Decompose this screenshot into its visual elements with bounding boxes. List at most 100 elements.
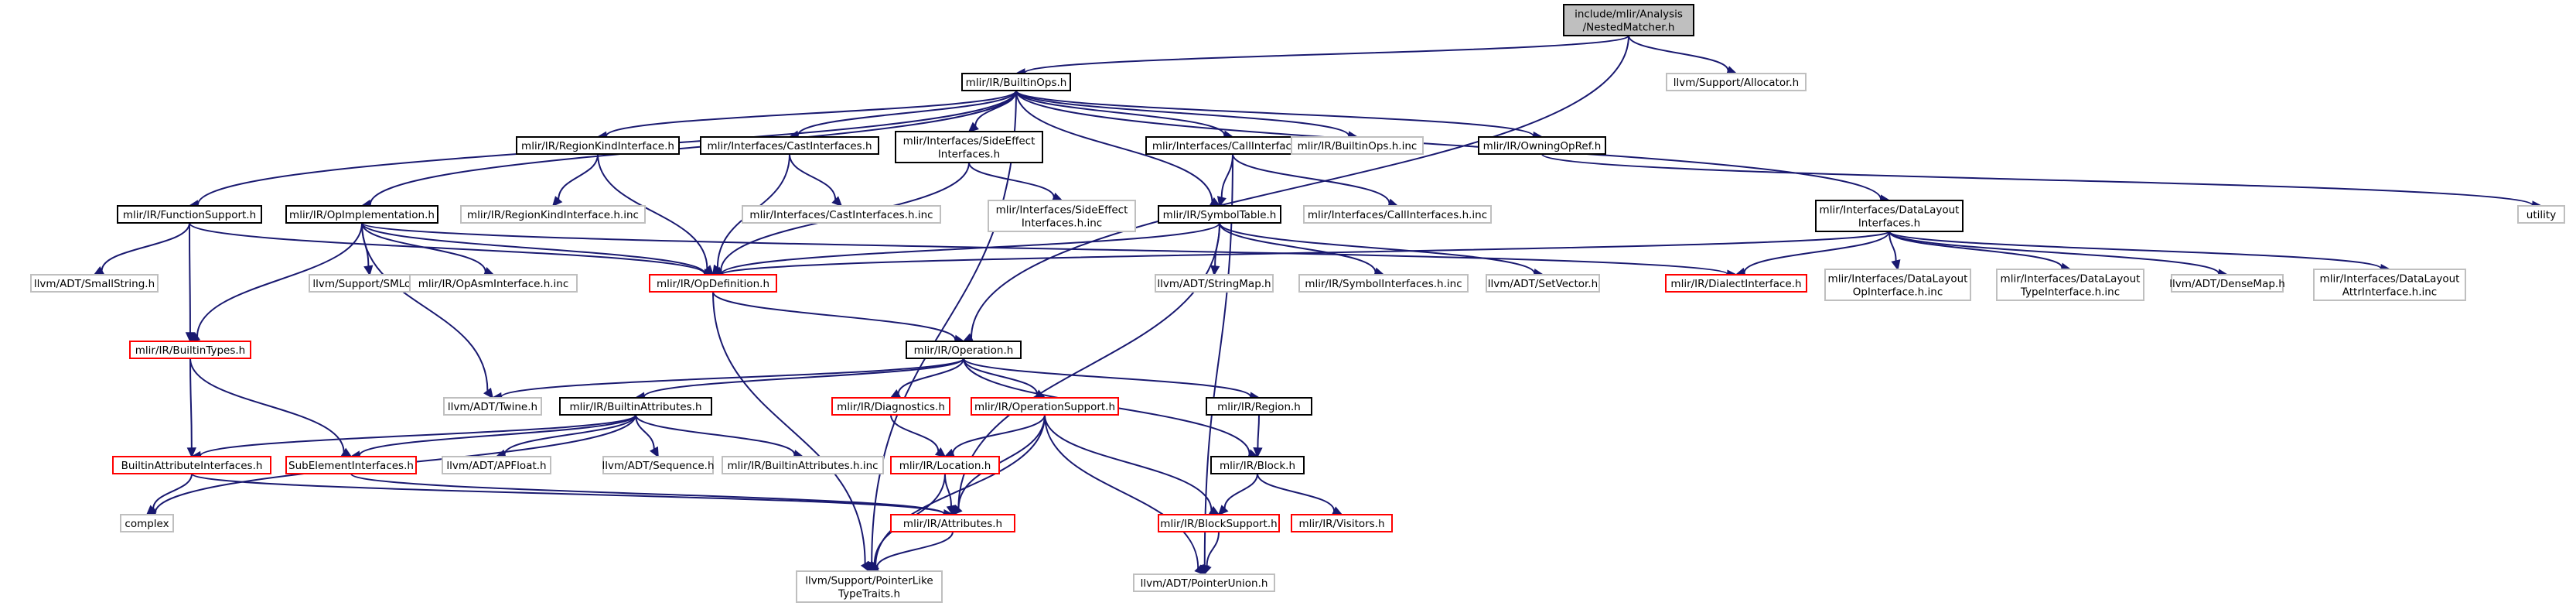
node-label: mlir/IR/Location.h [899, 460, 991, 472]
node-opasminc[interactable]: mlir/IR/OpAsmInterface.h.inc [409, 274, 578, 293]
node-label: mlir/Interfaces/DataLayout [1828, 273, 1968, 286]
node-densemap[interactable]: llvm/ADT/DenseMap.h [2169, 274, 2285, 293]
node-sequence[interactable]: llvm/ADT/Sequence.h [602, 456, 715, 474]
node-box [1158, 514, 1280, 532]
edge-datalayout-to-dialectinterface [1743, 231, 1890, 273]
node-box [890, 514, 1015, 532]
node-dialectinterface[interactable]: mlir/IR/DialectInterface.h [1665, 274, 1807, 293]
node-builtinops[interactable]: mlir/IR/BuiltinOps.h [961, 73, 1071, 91]
edge-opimplementation-to-twine [361, 222, 489, 392]
node-builtinattrinc[interactable]: mlir/IR/BuiltinAttributes.h.inc [722, 456, 884, 474]
node-builtinopsinc[interactable]: mlir/IR/BuiltinOps.h.inc [1291, 136, 1424, 155]
edge-operation-to-operationsupport [963, 358, 1039, 395]
node-callinterfaces[interactable]: mlir/Interfaces/CallInterfaces.h [1145, 136, 1320, 155]
node-label: mlir/Interfaces/CallInterfaces.h.inc [1308, 209, 1487, 221]
edge-builtinattributes-to-subelementinterfaces [358, 414, 636, 456]
edge-sideeffect-to-sideeffectinc [968, 162, 1055, 198]
node-pointerunion[interactable]: llvm/ADT/PointerUnion.h [1133, 573, 1275, 592]
node-label: mlir/Interfaces/DataLayout [2320, 273, 2460, 286]
edge-functionsupport-to-opdefinition [189, 222, 706, 275]
node-label: mlir/IR/Visitors.h [1298, 518, 1384, 530]
node-label: AttrInterface.h.inc [2342, 286, 2437, 299]
node-label: llvm/Support/Allocator.h [1674, 77, 1800, 89]
node-opdefinition[interactable]: mlir/IR/OpDefinition.h [649, 274, 777, 293]
edge-opimplementation-to-opasminc [361, 222, 486, 272]
node-owningopref[interactable]: mlir/IR/OwningOpRef.h [1478, 136, 1606, 155]
node-twine[interactable]: llvm/ADT/Twine.h [443, 397, 542, 416]
edge-callinterfaces-to-callinc [1232, 153, 1390, 204]
node-block[interactable]: mlir/IR/Block.h [1210, 456, 1305, 474]
node-label: mlir/IR/OpImplementation.h [289, 209, 435, 221]
node-regionkindinterface[interactable]: mlir/IR/RegionKindInterface.h [516, 136, 680, 155]
node-box [1563, 4, 1694, 36]
edge-operation-to-builtinattributes [643, 358, 964, 398]
node-box [409, 274, 578, 293]
node-box [117, 205, 262, 224]
node-dltypeinc[interactable]: mlir/Interfaces/DataLayoutTypeInterface.… [1996, 269, 2144, 301]
node-operation[interactable]: mlir/IR/Operation.h [906, 341, 1022, 359]
node-smallstring[interactable]: llvm/ADT/SmallString.h [30, 274, 159, 293]
node-builtinattributes[interactable]: mlir/IR/BuiltinAttributes.h [559, 397, 712, 416]
edge-operationsupport-to-location [952, 414, 1046, 454]
node-stringmap[interactable]: llvm/ADT/StringMap.h [1155, 274, 1274, 293]
node-functionsupport[interactable]: mlir/IR/FunctionSupport.h [117, 205, 262, 224]
node-box [2313, 269, 2466, 301]
node-box [1665, 274, 1807, 293]
node-subelementinterfaces[interactable]: SubElementInterfaces.h [285, 456, 417, 474]
node-complex[interactable]: complex [120, 514, 174, 532]
node-sideeffectinc[interactable]: mlir/Interfaces/SideEffectInterfaces.h.i… [988, 200, 1136, 232]
node-opimplementation[interactable]: mlir/IR/OpImplementation.h [285, 205, 438, 224]
node-box [443, 397, 542, 416]
node-castinterfaces[interactable]: mlir/Interfaces/CastInterfaces.h [700, 136, 879, 155]
node-visitors[interactable]: mlir/IR/Visitors.h [1291, 514, 1393, 532]
node-symbolinc[interactable]: mlir/IR/SymbolInterfaces.h.inc [1298, 274, 1469, 293]
node-label: llvm/ADT/APFloat.h [446, 460, 546, 472]
edge-datalayout-to-opdefinition [720, 231, 1890, 276]
node-regionkindinc[interactable]: mlir/IR/RegionKindInterface.h.inc [460, 205, 646, 224]
node-diagnostics[interactable]: mlir/IR/Diagnostics.h [831, 397, 950, 416]
node-apfloat[interactable]: llvm/ADT/APFloat.h [442, 456, 551, 474]
edge-castinterfaces-to-castinc [789, 153, 837, 200]
node-attributes[interactable]: mlir/IR/Attributes.h [890, 514, 1015, 532]
node-builtinattrinterfaces[interactable]: BuiltinAttributeInterfaces.h [112, 456, 271, 474]
node-blocksupport[interactable]: mlir/IR/BlockSupport.h [1158, 514, 1280, 532]
node-callinc[interactable]: mlir/Interfaces/CallInterfaces.h.inc [1303, 205, 1492, 224]
node-box [30, 274, 159, 293]
node-box [890, 456, 1000, 474]
node-box [722, 456, 884, 474]
node-setvector[interactable]: llvm/ADT/SetVector.h [1486, 274, 1600, 293]
node-utility[interactable]: utility [2517, 205, 2565, 224]
node-box [1298, 274, 1469, 293]
edge-builtinattributes-to-apfloat [503, 414, 636, 455]
node-castinc[interactable]: mlir/Interfaces/CastInterfaces.h.inc [742, 205, 941, 224]
node-builtintypes[interactable]: mlir/IR/BuiltinTypes.h [129, 341, 251, 359]
node-dlopinc[interactable]: mlir/Interfaces/DataLayoutOpInterface.h.… [1824, 269, 1971, 301]
node-box [1206, 397, 1312, 416]
edge-arrowhead [483, 387, 494, 399]
edge-builtinattributes-to-builtinattrinc [635, 414, 796, 455]
node-label: mlir/IR/Diagnostics.h [837, 401, 945, 413]
node-label: mlir/IR/SymbolTable.h [1163, 209, 1277, 221]
node-label: mlir/IR/OpDefinition.h [657, 278, 769, 290]
node-dlattrinc[interactable]: mlir/Interfaces/DataLayoutAttrInterface.… [2313, 269, 2466, 301]
node-region[interactable]: mlir/IR/Region.h [1206, 397, 1312, 416]
node-box [906, 341, 1022, 359]
node-box [700, 136, 879, 155]
node-allocator[interactable]: llvm/Support/Allocator.h [1666, 73, 1807, 91]
node-label: utility [2527, 209, 2556, 221]
edge-builtinops-to-opimplementation [369, 90, 1017, 205]
edge-operation-to-twine [500, 358, 964, 399]
edge-opdefinition-to-operation [712, 291, 957, 341]
node-operationsupport[interactable]: mlir/IR/OperationSupport.h [971, 397, 1119, 416]
edge-block-to-blocksupport [1223, 473, 1258, 509]
node-label: llvm/ADT/Sequence.h [602, 460, 714, 472]
node-location[interactable]: mlir/IR/Location.h [890, 456, 1000, 474]
node-label: Interfaces.h [1858, 217, 1920, 230]
node-symboltable[interactable]: mlir/IR/SymbolTable.h [1158, 205, 1281, 224]
edge-arrowhead [967, 122, 979, 133]
node-box [1666, 73, 1807, 91]
node-label: mlir/Interfaces/DataLayout [1820, 204, 1960, 217]
